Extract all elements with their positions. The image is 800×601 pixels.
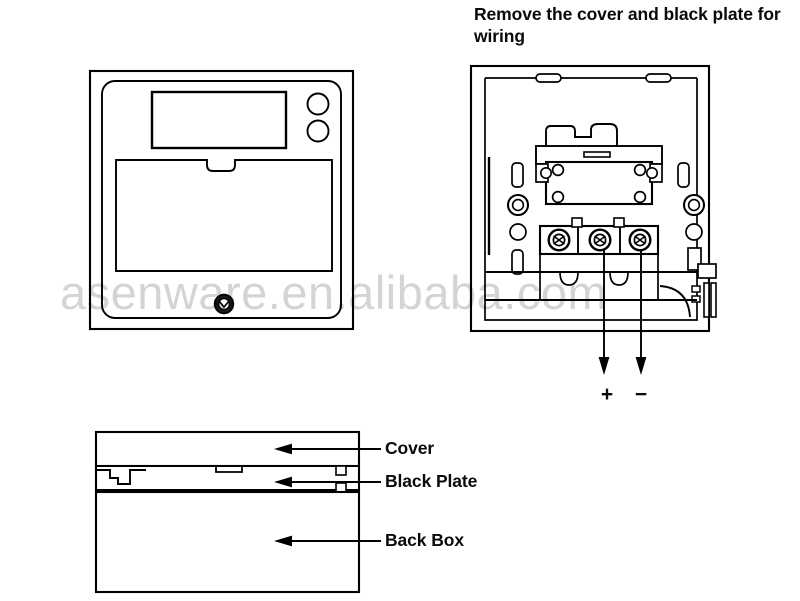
front-view-group xyxy=(88,69,355,331)
back-box-layer xyxy=(94,490,361,594)
exploded-side-view xyxy=(94,430,381,594)
front-screw-slot xyxy=(218,301,230,309)
callout-leaders xyxy=(274,443,381,547)
module-hole-bl xyxy=(551,190,565,204)
arrowhead-plate xyxy=(274,476,292,488)
display-window xyxy=(150,90,288,150)
back-box-group xyxy=(469,64,717,375)
terminal-screw-2 xyxy=(588,228,612,252)
module-hole-br xyxy=(633,190,647,204)
polarity-marker-negative: − xyxy=(634,383,648,406)
arrowhead-backbox xyxy=(274,535,292,547)
right-small-hole xyxy=(685,223,703,241)
module-assembly xyxy=(535,123,663,206)
black-plate-tab-upper xyxy=(335,465,347,476)
left-mount-hole-inner xyxy=(511,198,525,212)
label-plate-outline xyxy=(115,159,333,272)
indicator-led-upper xyxy=(306,92,330,116)
black-plate-layer xyxy=(94,464,361,492)
callout-label-back-box: Back Box xyxy=(385,530,464,550)
left-slot-lower xyxy=(511,249,524,275)
cable-notch-right xyxy=(609,271,629,286)
arrowhead-negative xyxy=(635,357,647,375)
top-slot-left xyxy=(535,73,562,83)
right-bar-a xyxy=(703,282,710,318)
terminal-post-2 xyxy=(613,217,625,228)
instruction-title: Remove the cover and black plate for wir… xyxy=(474,4,781,47)
right-clip-a xyxy=(691,285,701,293)
terminal-screw-3 xyxy=(628,228,652,252)
black-plate-center-tab xyxy=(215,466,243,473)
black-plate-tab-lower xyxy=(335,482,347,493)
module-lug-hole-right xyxy=(645,167,658,180)
black-plate-notch xyxy=(96,469,146,485)
cable-notch-left xyxy=(559,271,579,286)
arrowhead-positive xyxy=(598,357,610,375)
arrowhead-cover xyxy=(274,443,292,455)
module-hole-tr xyxy=(633,163,647,177)
front-screw-ring xyxy=(217,297,231,311)
callout-label-black-plate: Black Plate xyxy=(385,471,478,491)
left-small-hole xyxy=(509,223,527,241)
module-center-slot xyxy=(583,151,611,158)
module-hole-tl xyxy=(551,163,565,177)
right-mount-hole-inner xyxy=(687,198,701,212)
right-bar-b xyxy=(710,282,717,318)
wiring-arrows xyxy=(598,250,647,375)
terminal-screw-1 xyxy=(547,228,571,252)
polarity-marker-positive: + xyxy=(600,383,614,406)
right-slot-upper xyxy=(677,162,690,188)
module-lug-hole-left xyxy=(539,167,552,180)
terminal-post-1 xyxy=(571,217,583,228)
indicator-led-lower xyxy=(306,119,330,143)
terminal-block xyxy=(538,217,660,256)
top-slot-right xyxy=(645,73,672,83)
cable-route-curve xyxy=(659,285,691,318)
callout-label-cover: Cover xyxy=(385,438,435,458)
left-slot-upper xyxy=(511,162,524,188)
right-tab xyxy=(697,263,717,279)
